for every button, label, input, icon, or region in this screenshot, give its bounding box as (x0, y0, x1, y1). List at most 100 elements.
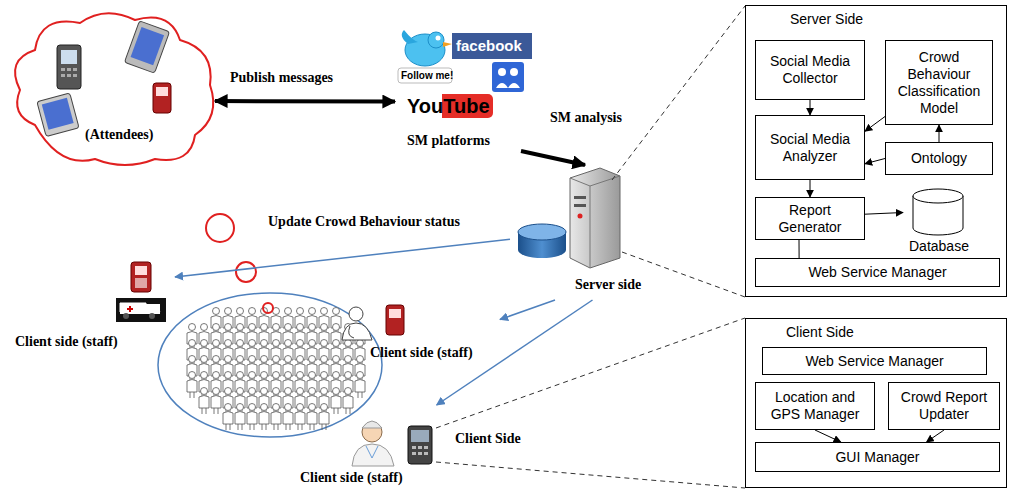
node-text: Ontology (911, 150, 967, 167)
crowd-person (307, 388, 317, 415)
client-node: Client SideClient side (staff) (298, 405, 550, 488)
node-text: Location and GPS Manager (760, 389, 870, 423)
crowd-person (283, 340, 293, 367)
database-cylinder: Database (903, 188, 975, 258)
crowd-person (343, 356, 353, 383)
crowd-person (223, 372, 233, 399)
crowd-person (259, 324, 269, 351)
crowd-person (235, 340, 245, 367)
connector (865, 159, 885, 164)
node-label: (Attendees) (85, 127, 153, 143)
crowd-person (283, 356, 293, 383)
node-text: Social Media Analyzer (760, 131, 860, 165)
crowd-person (331, 372, 341, 399)
crowd-person (295, 356, 305, 383)
crowd-person (295, 388, 305, 415)
crowd-person (247, 308, 257, 335)
crowd-person (235, 404, 245, 431)
crowd-person (331, 356, 341, 383)
node-text: Web Service Manager (808, 264, 946, 281)
connector (500, 300, 555, 320)
crowd-person (295, 324, 305, 351)
crowd-person (307, 372, 317, 399)
process-box: Web Service Manager (762, 347, 987, 375)
client-node: Client side (staff) (320, 300, 500, 365)
connector (810, 100, 811, 115)
crowd-person (283, 372, 293, 399)
crowd-person (271, 388, 281, 415)
crowd-person (259, 372, 269, 399)
crowd-person (211, 340, 221, 367)
staff-figure (342, 307, 372, 340)
crowd-person (235, 324, 245, 351)
client-node: Client side (staff) (10, 258, 175, 353)
crowd-person (223, 404, 233, 431)
server-icon (518, 168, 620, 268)
process-box: Location and GPS Manager (755, 382, 875, 430)
social-icon (492, 62, 524, 92)
crowd-person (247, 356, 257, 383)
connector (865, 213, 903, 215)
crowd-person (199, 340, 209, 367)
node-label: Database (909, 238, 969, 255)
crowd-person (283, 404, 293, 431)
crowd-person (235, 372, 245, 399)
crowd-person (211, 356, 221, 383)
crowd-person (223, 340, 233, 367)
logo-text: YouTube (404, 94, 493, 118)
crowd-person (331, 324, 341, 351)
node-label: SM platforms (407, 133, 490, 149)
crowd-person (211, 372, 221, 399)
crowd-person (247, 340, 257, 367)
crowd-person (319, 308, 329, 335)
crowd-person (295, 308, 305, 335)
crowd-person (247, 324, 257, 351)
crowd-person (319, 324, 329, 351)
edge-label: Publish messages (228, 70, 335, 86)
crowd-person (343, 340, 353, 367)
crowd-person (199, 324, 209, 351)
crowd-person (235, 356, 245, 383)
node-text: Social Media Collector (760, 53, 860, 87)
process-box: Web Service Manager (755, 258, 1000, 287)
connector (799, 240, 800, 258)
crowd-person (187, 324, 197, 351)
crowd-person (295, 404, 305, 431)
process-box: Crowd Report Updater (888, 382, 1000, 430)
crowd-person (235, 388, 245, 415)
crowd-person (331, 308, 341, 335)
logo-text: facebook (456, 36, 522, 56)
node-label: Server Side (790, 11, 863, 28)
crowd-person (223, 308, 233, 335)
crowd-person (271, 324, 281, 351)
crowd-person (307, 340, 317, 367)
thought-bubble (236, 262, 256, 282)
thought-bubble (206, 214, 234, 242)
crowd-person (271, 404, 281, 431)
attendee-cloud: (Attendees) (5, 5, 215, 165)
crowd-person (319, 356, 329, 383)
crowd-person (199, 388, 209, 415)
process-box: Report Generator (755, 197, 865, 240)
process-box: Social Media Analyzer (755, 115, 865, 180)
crowd-person (343, 388, 353, 415)
crowd-person (319, 404, 329, 431)
node-label: Client Side (786, 324, 854, 341)
staff-phone (386, 305, 404, 335)
crowd-area (158, 293, 382, 437)
connector (175, 239, 510, 277)
edge-label: Update Crowd Behaviour status (266, 214, 462, 230)
node-text: GUI Manager (835, 449, 919, 466)
crowd-person (187, 340, 197, 367)
leader-line (436, 6, 745, 488)
crowd-person (259, 404, 269, 431)
crowd-person (259, 340, 269, 367)
server-node: Server side (510, 165, 660, 300)
node-text: Crowd Behaviour Classification Model (890, 49, 988, 117)
client-panel: Client SideWeb Service ManagerLocation a… (745, 318, 1007, 488)
crowd-person (271, 372, 281, 399)
process-box: GUI Manager (755, 442, 1000, 472)
crowd-person (319, 388, 329, 415)
crowd-person (307, 308, 317, 335)
crowd-person (283, 308, 293, 335)
